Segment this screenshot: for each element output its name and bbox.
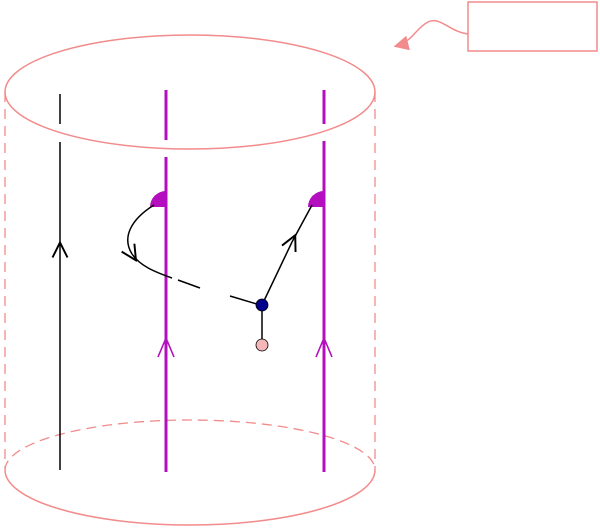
- middle-strand-arrowhead: [157, 335, 175, 358]
- end-node: [255, 338, 269, 352]
- label-box: [467, 1, 598, 52]
- dashed-link: [177, 279, 201, 289]
- right-strand-arrowhead: [315, 335, 333, 358]
- cylinder-top-ellipse: [4, 34, 376, 150]
- vertex-node: [255, 298, 269, 312]
- dashed-link-segment: [229, 295, 261, 306]
- wavy-pointer-arrow: [393, 19, 469, 51]
- curved-arrow-tail: [131, 253, 173, 279]
- curved-arrow-from-left-disk: [128, 204, 155, 254]
- right-half-disk: [308, 191, 324, 207]
- solid-arrow-upper: [291, 204, 313, 243]
- solid-arrow-to-right-disk: [261, 242, 292, 306]
- cylinder-bottom-ellipse: [4, 469, 376, 526]
- cylinder-bottom-ellipse-back: [4, 419, 376, 471]
- left-half-disk: [150, 191, 166, 207]
